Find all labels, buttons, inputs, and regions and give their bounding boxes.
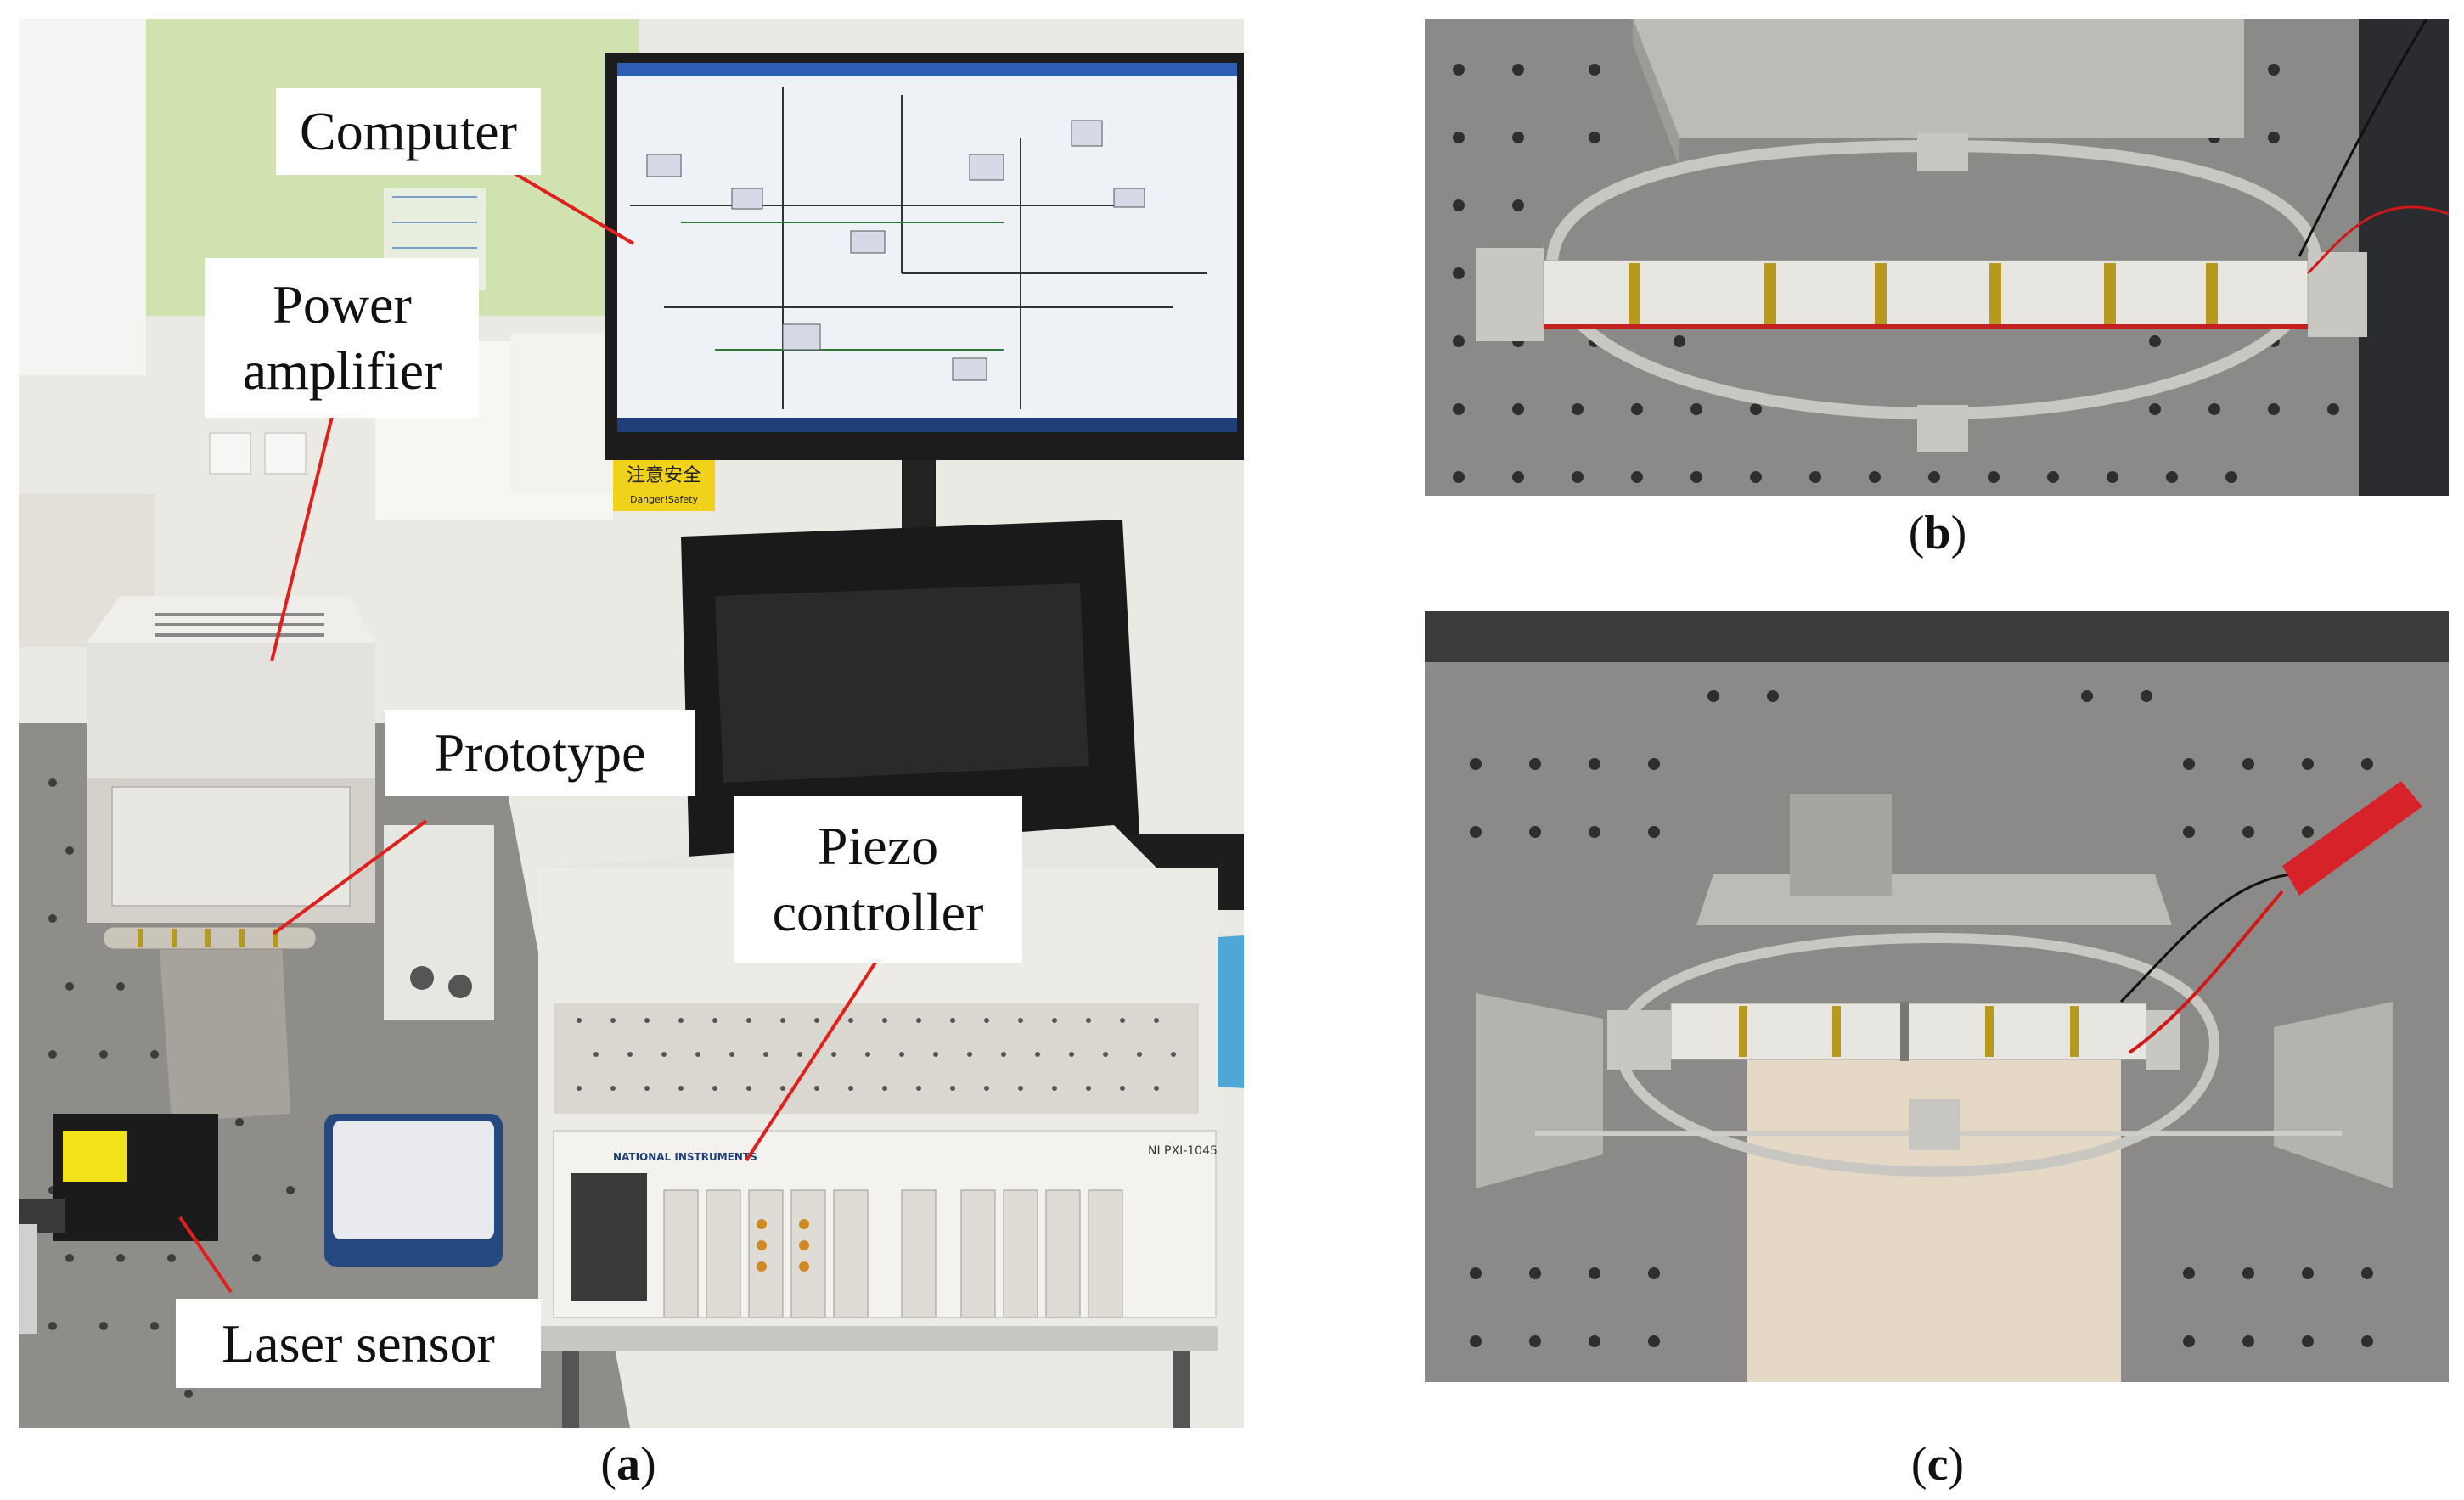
- piezo-controller-label: Piezo controller: [734, 796, 1022, 963]
- warning-sign-subtext: Danger!Safety: [630, 494, 699, 505]
- photo-panel-b: [1425, 19, 2449, 496]
- piezo-controller-pointer-line: [745, 947, 886, 1162]
- lab-setup-photo: 注意安全 Danger!Safety: [19, 19, 1244, 1428]
- ni-model-text: NI PXI-1045: [1148, 1144, 1218, 1158]
- photo-panel-c: [1425, 611, 2449, 1382]
- computer-label: Computer: [276, 88, 541, 175]
- caption-c: (c): [1910, 1438, 1965, 1491]
- caption-b-letter: b: [1924, 507, 1951, 559]
- ni-brand-text: NATIONAL INSTRUMENTS: [613, 1151, 757, 1163]
- prototype-with-clamp-photo: [1425, 611, 2449, 1382]
- laser-sensor-pointer-line: [178, 1216, 233, 1294]
- table-holes: [1453, 64, 2339, 483]
- caption-a-letter: a: [616, 1438, 640, 1491]
- caption-c-letter: c: [1927, 1438, 1949, 1491]
- prototype-top-view-photo: [1425, 19, 2449, 496]
- photo-panel-a: 注意安全 Danger!Safety: [19, 19, 1244, 1428]
- laser-sensor-label: Laser sensor: [176, 1299, 541, 1388]
- power-amplifier-label: Power amplifier: [205, 258, 479, 418]
- chassis-vents: [577, 1018, 1176, 1091]
- power-amplifier-pointer-line: [270, 413, 335, 662]
- computer-pointer-line: [492, 160, 635, 245]
- caption-b: (b): [1908, 507, 1967, 559]
- prototype-pointer-line: [272, 819, 428, 935]
- caption-a: (a): [600, 1438, 656, 1491]
- prototype-label: Prototype: [385, 710, 695, 796]
- callout-pointers: [178, 160, 886, 1294]
- warning-sign-text: 注意安全: [627, 465, 701, 486]
